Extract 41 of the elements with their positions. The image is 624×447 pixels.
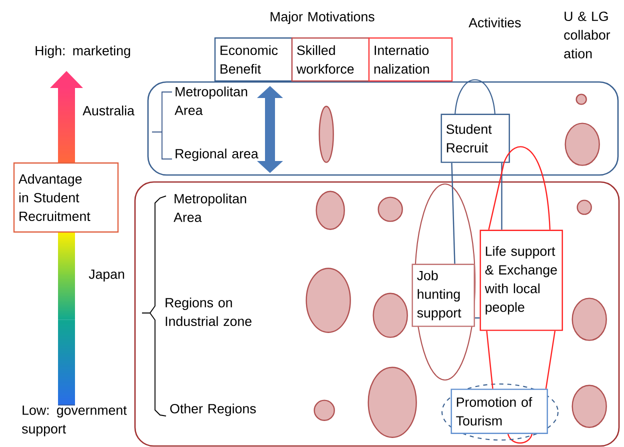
region-panel (134, 181, 620, 447)
activity-box: Student Recruit (440, 114, 510, 163)
activity-box: Life support & Exchange with local people (480, 230, 563, 331)
bubble (306, 268, 351, 333)
connector-line (451, 162, 456, 264)
bubble (316, 190, 345, 230)
bubble (576, 94, 587, 105)
region-panel (147, 81, 619, 176)
bubble (318, 106, 334, 163)
connector-line (501, 162, 502, 230)
bubble (572, 384, 607, 428)
connector-line (474, 317, 480, 319)
axis-label: U & LG collabor ation (564, 12, 610, 58)
bubble (564, 122, 600, 166)
axis-label: High: marketing (36, 46, 130, 58)
axis-label: Activities (468, 18, 521, 28)
axis-label: Australia (82, 106, 134, 116)
activity-box: Promotion of Tourism (450, 388, 548, 434)
region-label: Metropolitan Area (174, 194, 246, 222)
connector-line (486, 330, 494, 389)
bubble (368, 366, 417, 438)
header-box: Economic Benefit (214, 37, 293, 82)
region-label: Regional area (176, 148, 258, 162)
region-label: Metropolitan Area (174, 86, 248, 116)
axis-label: Major Motivations (270, 12, 374, 24)
connector-line (503, 146, 551, 230)
activity-box: Job hunting support (412, 264, 475, 327)
bubble (378, 196, 403, 222)
bubble (314, 400, 335, 421)
region-label: Regions on Industrial zone (166, 298, 252, 326)
bubble (576, 200, 592, 215)
bubble (572, 298, 607, 341)
header-box: Internatio nalization (368, 37, 453, 82)
connector-line (545, 330, 556, 389)
label-box: Advantage in Student Recruitment (13, 162, 119, 233)
axis-label: Japan (88, 270, 124, 282)
connector-line (488, 162, 505, 230)
axis-label: Low: government support (22, 406, 127, 436)
bubble (372, 292, 408, 338)
region-label: Other Regions (170, 404, 256, 416)
header-box: Skilled workforce (291, 37, 370, 82)
